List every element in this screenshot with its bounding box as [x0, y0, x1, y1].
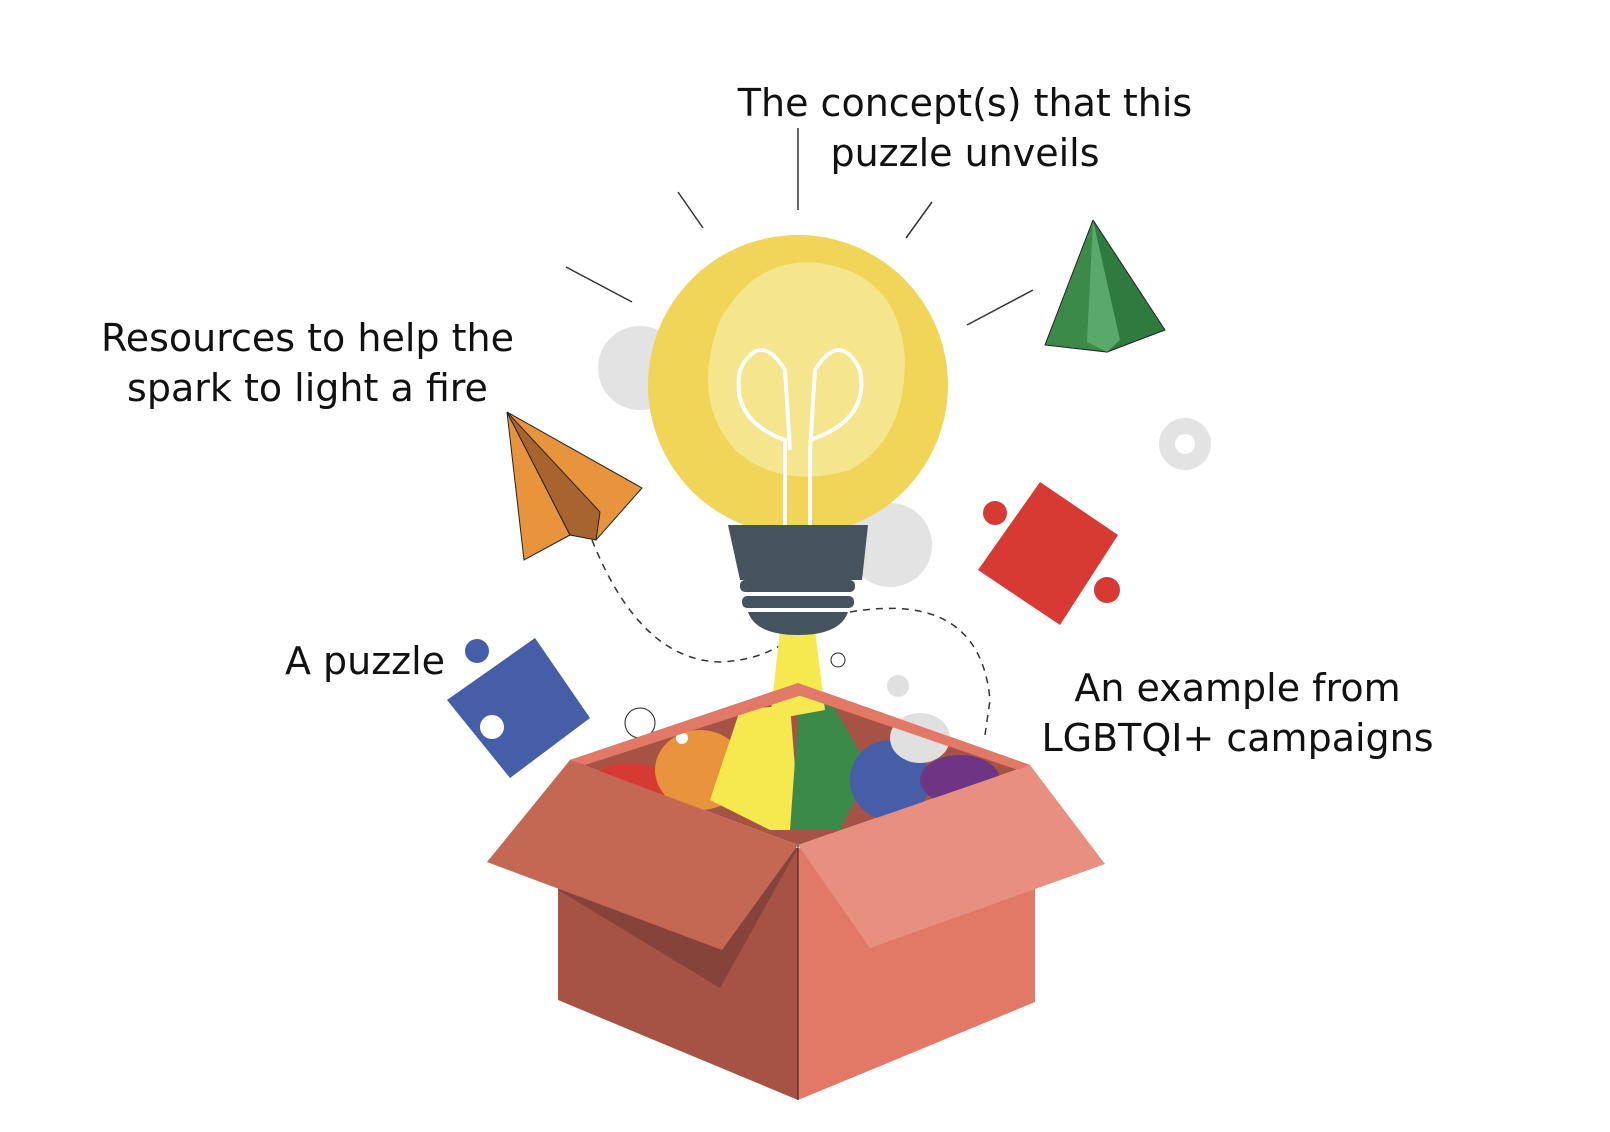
paper-plane-green-icon [1044, 219, 1166, 353]
label-example-line-2: LGBTQI+ campaigns [1041, 716, 1434, 760]
label-concept: The concept(s) that this puzzle unveils [700, 78, 1230, 178]
label-resources-line-2: spark to light a fire [127, 366, 488, 410]
light-bulb-icon [648, 235, 948, 635]
paper-plane-orange-icon [506, 411, 643, 561]
label-puzzle: A puzzle [284, 639, 446, 683]
dashed-path [849, 607, 991, 736]
label-concept-line-1: The concept(s) that this [737, 81, 1193, 125]
puzzle-piece-red-icon [978, 482, 1120, 625]
label-example-line-1: An example from [1074, 666, 1401, 710]
label-concept-line-2: puzzle unveils [830, 131, 1100, 175]
light-rays [565, 128, 1034, 326]
label-resources: Resources to help the spark to light a f… [60, 313, 555, 413]
box-icon [487, 683, 1105, 1100]
label-resources-line-1: Resources to help the [101, 316, 514, 360]
label-example: An example from LGBTQI+ campaigns [1020, 663, 1455, 763]
rainbow-clouds [590, 652, 1000, 830]
puzzle-piece-blue-icon [447, 638, 590, 778]
dashed-path [591, 539, 801, 663]
light-beam [770, 630, 825, 720]
